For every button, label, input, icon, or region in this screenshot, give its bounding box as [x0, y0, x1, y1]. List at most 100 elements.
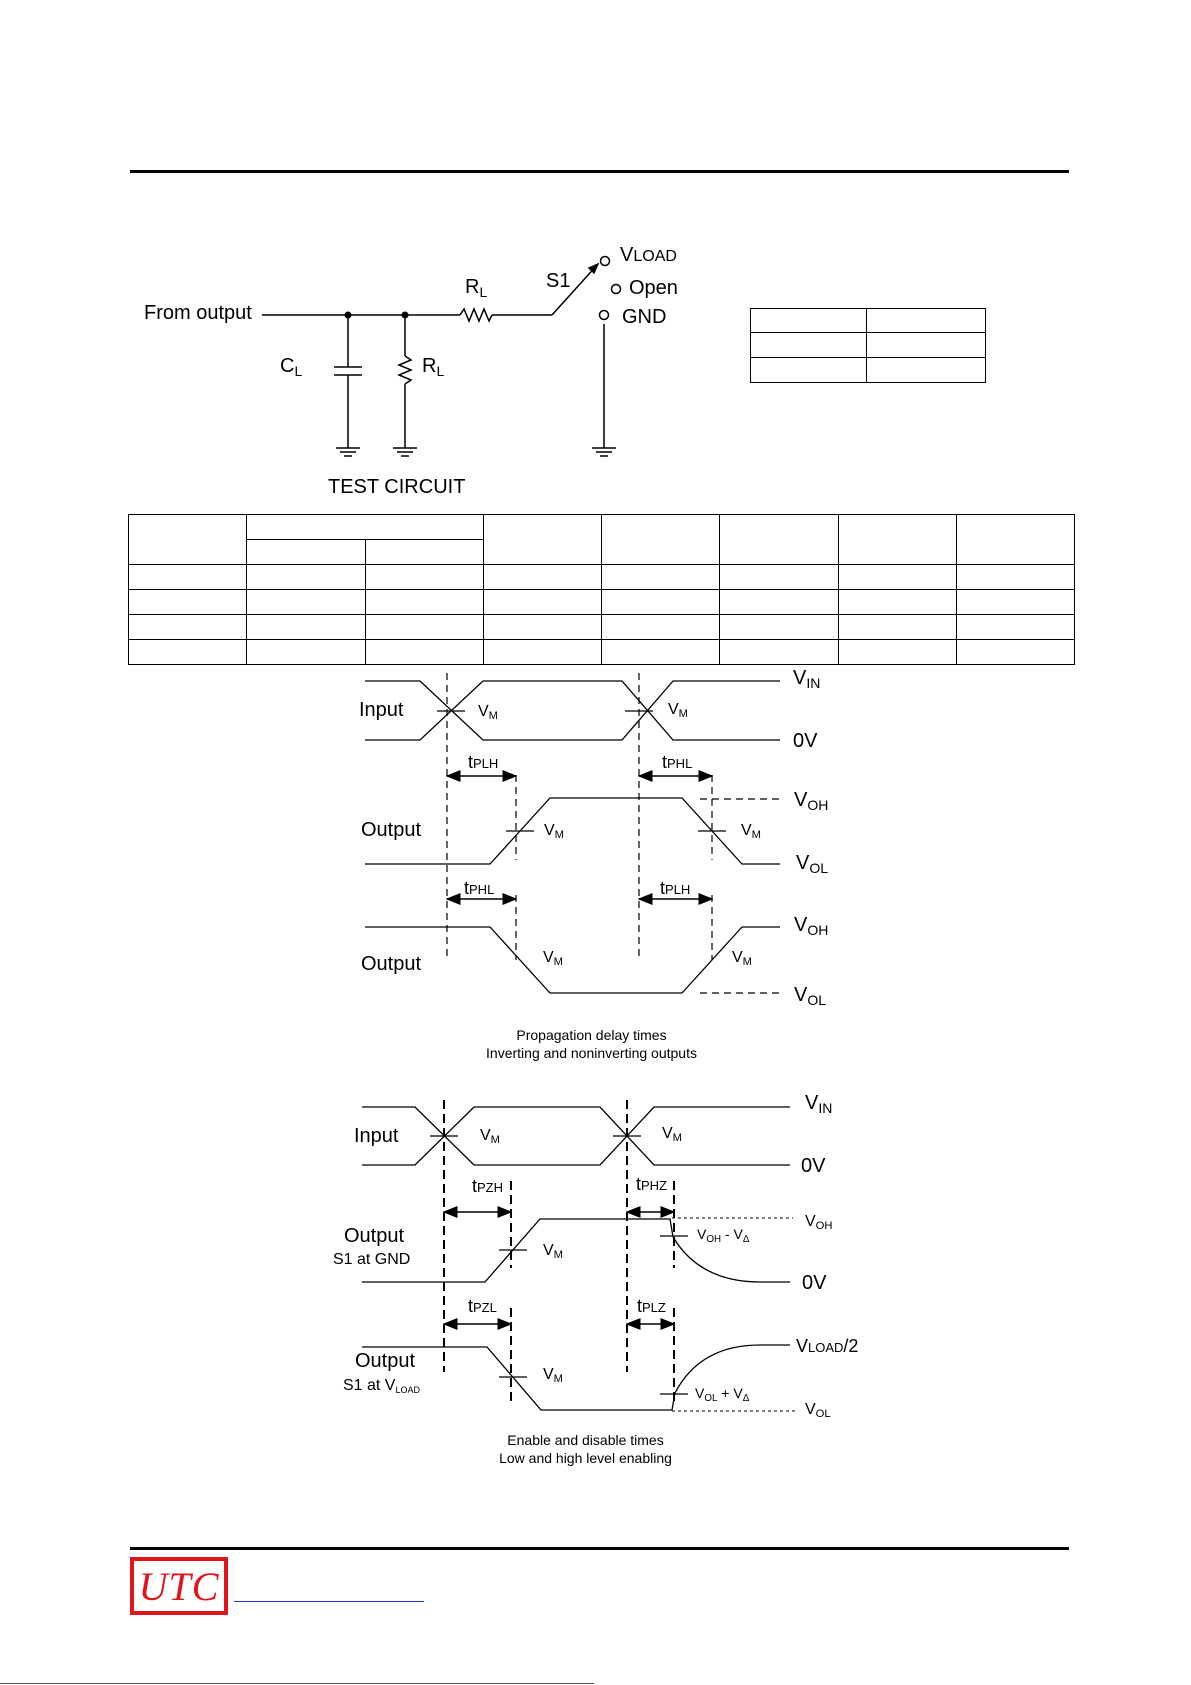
vol-sub: OL: [809, 860, 829, 877]
vm-main: V: [543, 949, 554, 966]
en-output2-sub: S1 at VLOAD: [343, 1377, 420, 1395]
table-cell: [866, 357, 986, 383]
vload2-main: V: [796, 1336, 809, 1356]
vol-sub: OL: [807, 992, 827, 1009]
switch-position-table: [750, 308, 986, 383]
t-sub: PLH: [473, 756, 499, 771]
prop-tplh-1: tPLH: [468, 752, 498, 773]
output2-sub-main: S1 at V: [343, 1377, 396, 1394]
prop-vm-4: VM: [741, 822, 761, 842]
vol-plus-sub: OL: [704, 1392, 718, 1404]
voh-sub: OH: [807, 797, 829, 814]
table-cell: [837, 564, 957, 590]
rl-shunt-label: RL: [422, 355, 445, 380]
t-sub: PZH: [477, 1180, 504, 1195]
vload2-sub: LOAD: [808, 1340, 844, 1355]
vm-sub: M: [553, 1249, 563, 1262]
vin-main: V: [793, 667, 807, 689]
t-main: t: [636, 1174, 642, 1194]
prop-caption-1-text: Propagation delay times: [516, 1027, 667, 1043]
table-cell: [127, 639, 248, 665]
prop-tphl-1: tPHL: [662, 752, 692, 773]
table-cell: [955, 639, 1076, 665]
voh-main: V: [794, 789, 808, 811]
t-sub: PLZ: [642, 1300, 666, 1315]
en-caption-2-text: Low and high level enabling: [499, 1450, 672, 1466]
en-vol-plus-label: VOL + VΔ: [695, 1385, 750, 1404]
voh-sub: OH: [815, 1220, 833, 1233]
prop-vm-3: VM: [544, 822, 564, 841]
table-row: [127, 639, 1076, 665]
voh-minus-main: V: [697, 1226, 707, 1242]
rl-main: R: [465, 276, 480, 298]
table-cell: [364, 589, 484, 615]
test-conditions-table: [127, 514, 1076, 665]
test-circuit-caption: TEST CIRCUIT: [328, 476, 466, 498]
utc-logo: UTC: [130, 1557, 228, 1615]
table-cell: [750, 357, 867, 383]
vm-main: V: [662, 1125, 673, 1142]
table-cell: [600, 589, 721, 615]
en-caption-1-text: Enable and disable times: [507, 1432, 664, 1448]
test-circuit: [262, 255, 622, 457]
table-cell: [955, 514, 1076, 565]
delta-sub: Δ: [742, 1233, 750, 1245]
table-cell: [127, 564, 248, 590]
prop-caption-2: Inverting and noninverting outputs: [0, 1045, 1191, 1061]
table-cell: [837, 639, 957, 665]
vm-sub: M: [553, 956, 563, 969]
prop-vm-2: VM: [668, 701, 688, 720]
t-sub: PHZ: [641, 1178, 668, 1193]
en-vm-1: VM: [480, 1127, 500, 1146]
prop-voh-1: VOH: [794, 789, 829, 814]
vin-sub: IN: [806, 675, 821, 692]
en-voh-label: VOH: [805, 1213, 833, 1233]
vm-sub: M: [751, 829, 761, 842]
table-cell: [482, 614, 603, 640]
table-cell: [719, 639, 839, 665]
table-cell: [600, 639, 721, 665]
prop-input-label: Input: [359, 699, 404, 721]
en-input-label: Input: [354, 1125, 399, 1147]
voh-main: V: [794, 914, 808, 936]
t-main: t: [468, 1296, 474, 1316]
table-cell: [246, 539, 366, 565]
vm-main: V: [478, 703, 489, 720]
table-row: [750, 332, 986, 358]
table-cell: [482, 639, 603, 665]
vm-main: V: [741, 822, 752, 839]
prop-vin-label: VIN: [793, 667, 821, 692]
en-vol-label: VOL: [805, 1401, 831, 1420]
vol-plus-main: V: [695, 1385, 705, 1401]
website-link-underline[interactable]: [234, 1601, 424, 1602]
prop-caption-1: Propagation delay times: [0, 1027, 1191, 1043]
prop-vm-6: VM: [732, 949, 752, 968]
vm-main: V: [732, 949, 743, 966]
rl-sub: L: [479, 284, 488, 301]
t-main: t: [662, 752, 668, 772]
open-label: Open: [629, 277, 678, 299]
vm-main: V: [543, 1242, 554, 1259]
voh-minus-rest: - V: [721, 1226, 743, 1242]
prop-vol-1: VOL: [796, 852, 829, 877]
vol-main: V: [805, 1401, 816, 1418]
rl2-sub: L: [436, 363, 445, 380]
table-cell: [955, 564, 1076, 590]
en-vload2-label: VLOAD/2: [796, 1336, 858, 1357]
en-vin-label: VIN: [805, 1092, 832, 1116]
delta-sub: Δ: [742, 1392, 750, 1404]
t-main: t: [472, 1176, 478, 1196]
prop-vol-2: VOL: [794, 984, 827, 1009]
en-tplz: tPLZ: [637, 1296, 666, 1317]
cl-main: C: [280, 355, 295, 377]
en-caption-2: Low and high level enabling: [0, 1450, 1191, 1466]
vm-main: V: [544, 822, 555, 839]
vm-main: V: [543, 1366, 554, 1383]
en-vm-3: VM: [543, 1242, 563, 1262]
utc-logo-text: UTC: [138, 1563, 220, 1609]
table-cell: [750, 308, 867, 333]
prop-0v-label: 0V: [793, 730, 818, 752]
en-output2-label: Output: [355, 1350, 416, 1372]
en-0v-label: 0V: [801, 1155, 826, 1177]
bottom-rule: [0, 1683, 594, 1684]
